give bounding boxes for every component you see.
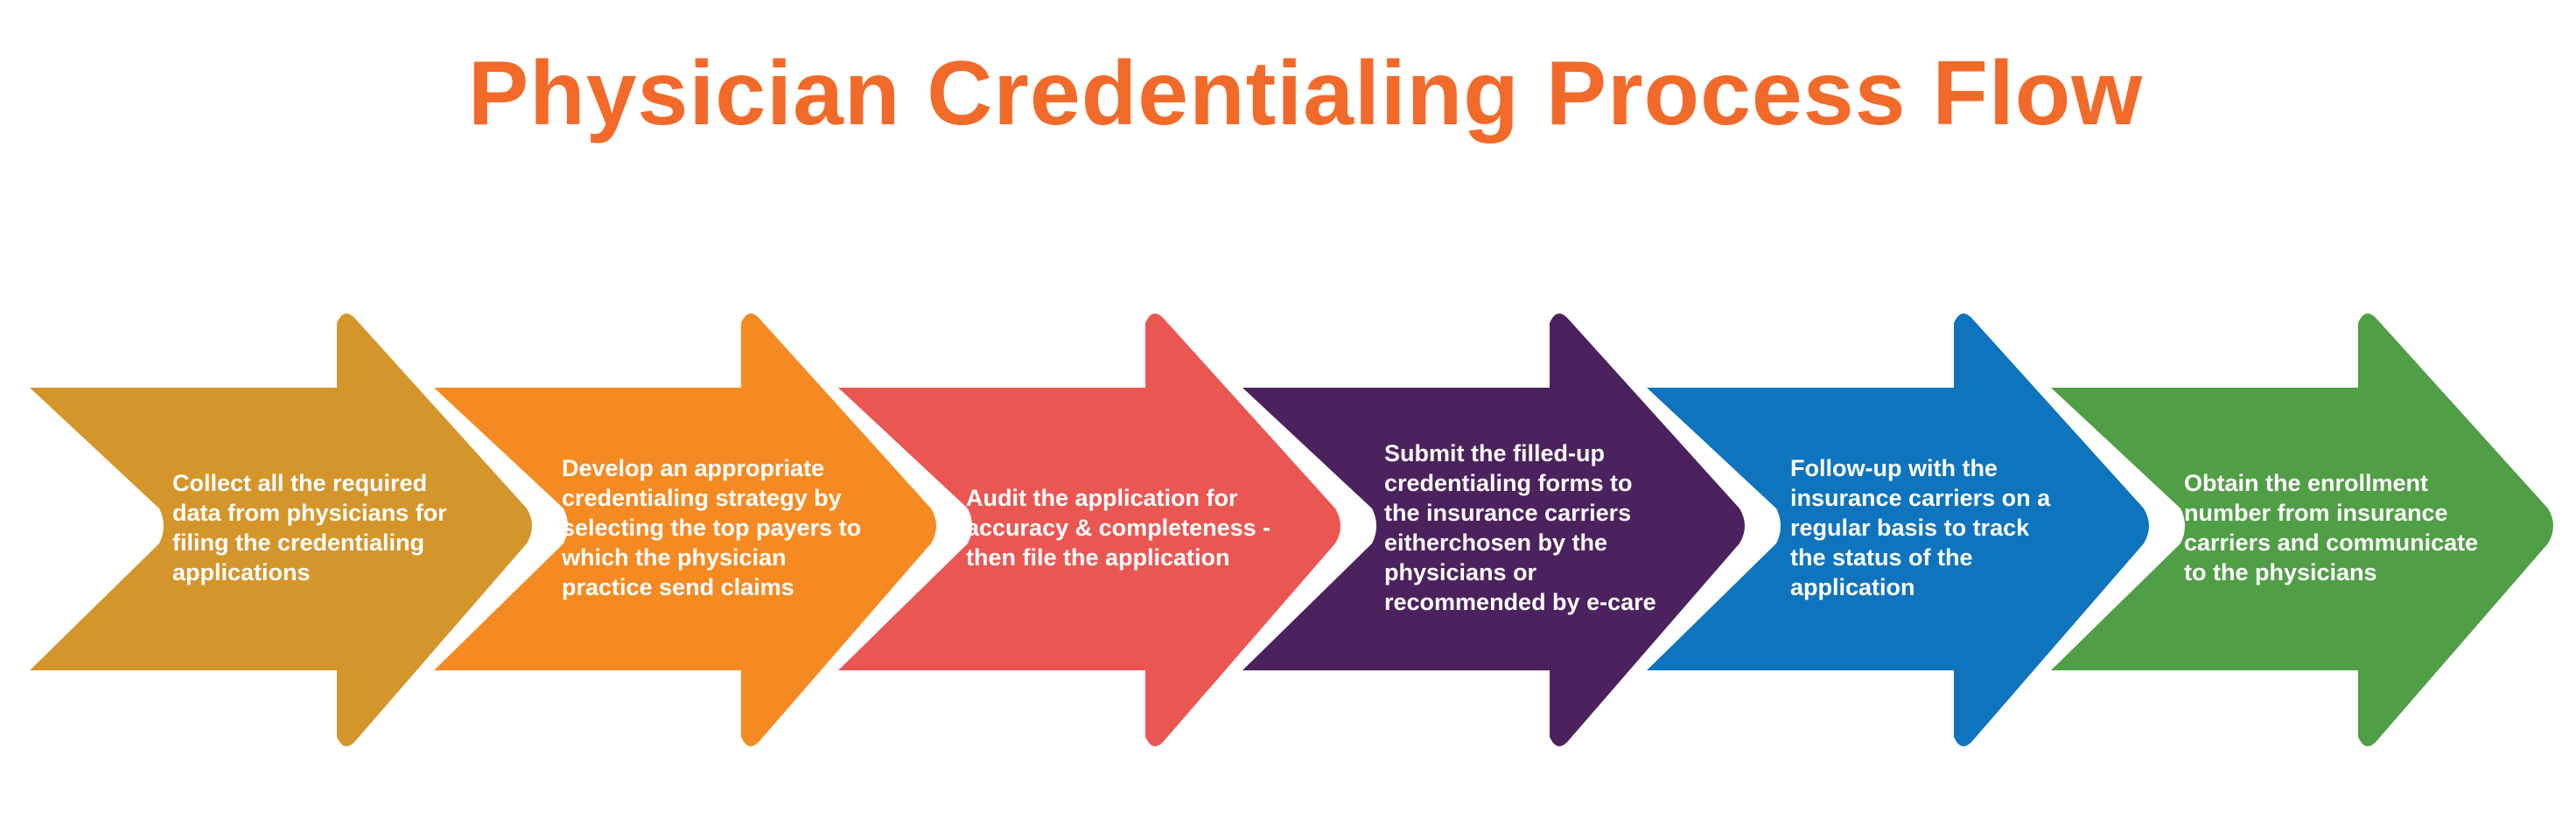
step-5-text: Follow-up with the insurance carriers on… [1790, 455, 2051, 600]
step-3-text: Audit the application for accuracy & com… [966, 485, 1271, 571]
step-4-text: Submit the filled-up credentialing forms… [1384, 440, 1656, 615]
step-1-arrow [24, 307, 538, 753]
step-2-arrow [428, 307, 942, 753]
step-1-text: Collect all the required data from physi… [172, 470, 447, 585]
step-4-arrow [1236, 307, 1751, 753]
step-2-text: Develop an appropriate credentialing str… [562, 455, 862, 600]
step-6-text: Obtain the enrollment number from insura… [2184, 470, 2479, 585]
page-title: Physician Credentialing Process Flow [467, 43, 2144, 144]
step-3-arrow [832, 307, 1347, 753]
step-5-arrow [1641, 307, 2155, 753]
step-6-arrow [2045, 307, 2559, 753]
